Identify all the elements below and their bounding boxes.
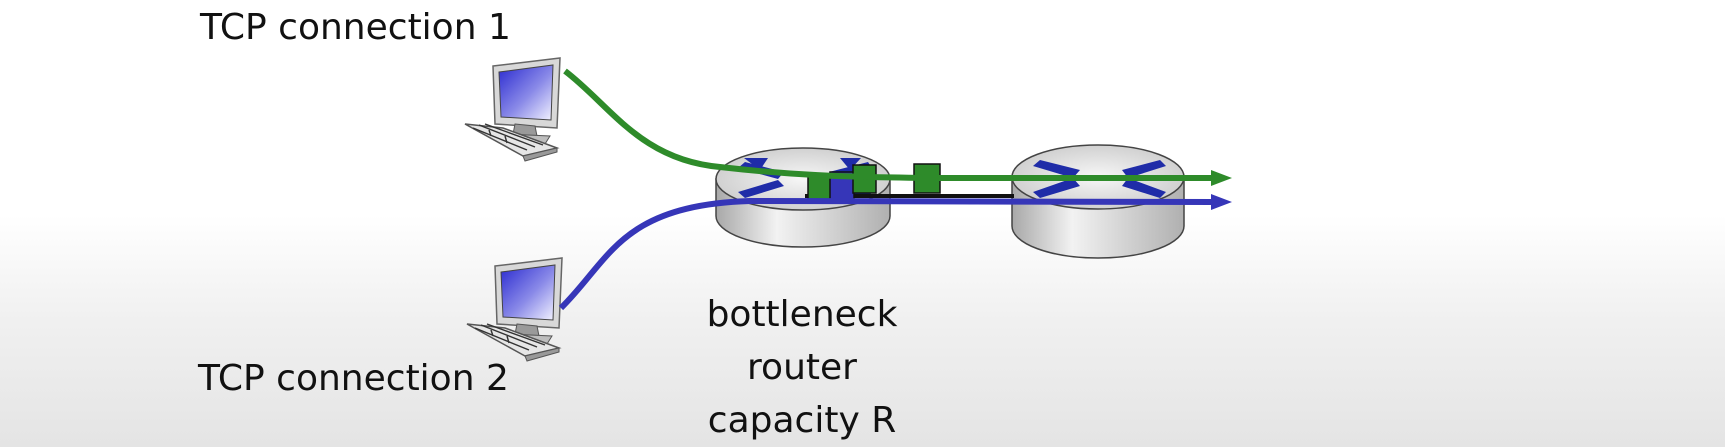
- connection-2-flow: [558, 197, 1214, 311]
- arrowhead: [1211, 170, 1232, 186]
- green-packet: [807, 175, 832, 203]
- connection-1-flow: [563, 68, 1213, 181]
- bottleneck-label-line: capacity R: [707, 400, 897, 441]
- computer-icon[interactable]: [464, 57, 561, 162]
- computer-icon[interactable]: [466, 257, 563, 362]
- bottleneck-label-line: router: [747, 347, 857, 388]
- connection-2-label: TCP connection 2: [198, 358, 509, 399]
- connection-1-label: TCP connection 1: [200, 7, 511, 48]
- arrowhead: [1211, 194, 1232, 210]
- bottleneck-label-line: bottleneck: [706, 294, 898, 335]
- bottleneck-router-label: bottleneck router capacity R: [690, 288, 914, 447]
